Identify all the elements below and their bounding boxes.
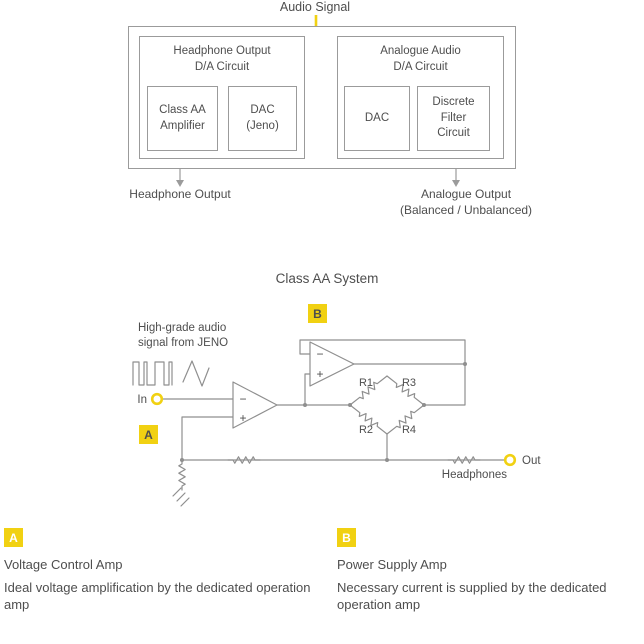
- headphone-da-box: Headphone Output D/A Circuit Class AA Am…: [139, 36, 305, 159]
- legend-b-badge-label: B: [342, 530, 351, 545]
- resistor-r3: [386, 375, 425, 406]
- discrete-filter-line2: Filter: [440, 111, 467, 124]
- legend-b-badge: B: [337, 528, 356, 547]
- legend-a-title: Voltage Control Amp: [4, 557, 123, 572]
- opamp-b-plus: +: [316, 367, 323, 381]
- audio-signal-label: Audio Signal: [279, 0, 351, 14]
- circuit-badge-a-label: A: [144, 428, 153, 442]
- headphones-label: Headphones: [442, 469, 507, 481]
- opamp-b-feedback-wire: [299, 339, 466, 406]
- out-terminal: [503, 453, 517, 467]
- headphone-da-title: Headphone Output D/A Circuit: [140, 37, 304, 75]
- rail-resistor-left: [227, 456, 261, 464]
- analogue-output-label: Analogue Output (Balanced / Unbalanced): [393, 187, 539, 218]
- analogue-down-arrow-icon: [452, 169, 460, 187]
- class-aa-circuit-diagram: B A Class AA System High-grade audio sig…: [132, 271, 541, 507]
- circuit-badge-a: [139, 425, 158, 444]
- legend-b: B Power Supply Amp Necessary current is …: [337, 528, 644, 613]
- analogue-output-line1: Analogue Output: [420, 187, 512, 201]
- circuit-badge-b: [308, 304, 327, 323]
- legend-a: A Voltage Control Amp Ideal voltage ampl…: [4, 528, 316, 613]
- r3-label: R3: [402, 377, 416, 389]
- legend-a-desc: Ideal voltage amplification by the dedic…: [4, 580, 311, 613]
- dac-label: DAC: [364, 111, 390, 124]
- discrete-filter-line1: Discrete: [432, 96, 475, 109]
- opamp-a-plus: +: [239, 411, 246, 425]
- pulse-waveform-icon: [132, 361, 173, 386]
- headphone-da-title-line2: D/A Circuit: [194, 60, 250, 73]
- dac-box: DAC: [344, 86, 410, 151]
- resistor-r4: [386, 404, 425, 435]
- in-terminal: [150, 392, 164, 406]
- ground-resistor: [178, 459, 186, 491]
- legend-a-badge: A: [4, 528, 23, 547]
- class-aa-label-line2: Amplifier: [160, 119, 205, 132]
- legend-b-title: Power Supply Amp: [337, 557, 447, 572]
- legend-b-desc: Necessary current is supplied by the ded…: [337, 580, 607, 613]
- analogue-da-title-line1: Analogue Audio: [380, 45, 461, 57]
- analogue-da-title: Analogue Audio D/A Circuit: [338, 37, 503, 75]
- circuit-badge-b-label: B: [313, 307, 322, 321]
- opamp-a-plus-wire: [181, 416, 234, 461]
- opamp-b-input-wire: [304, 373, 311, 406]
- circuit-title: Class AA System: [276, 271, 379, 286]
- class-aa-label-line1: Class AA: [159, 103, 206, 116]
- opamp-a-icon: [232, 381, 278, 429]
- dac-jeno-label-line1: DAC: [250, 103, 275, 116]
- ground-icon: [172, 487, 190, 507]
- dac-jeno-box: DAC (Jeno): [228, 86, 297, 151]
- r1-label: R1: [359, 377, 373, 389]
- dac-jeno-label-line2: (Jeno): [246, 119, 279, 132]
- in-label: In: [137, 394, 147, 406]
- r4-label: R4: [402, 424, 416, 436]
- junction-dots: [180, 362, 467, 462]
- resistor-r1: [349, 375, 388, 406]
- triangle-waveform-icon: [182, 360, 210, 387]
- class-aa-amplifier-box: Class AA Amplifier: [147, 86, 218, 151]
- resistor-r2: [349, 404, 388, 435]
- headphone-down-arrow-icon: [176, 169, 184, 187]
- rail-resistor-right: [447, 456, 481, 464]
- legend-a-badge-label: A: [9, 530, 18, 545]
- r2-label: R2: [359, 424, 373, 436]
- signal-note-line1: High-grade audio: [138, 322, 226, 334]
- opamp-b-icon: [309, 341, 355, 387]
- opamp-b-minus: −: [316, 347, 323, 361]
- analogue-da-box: Analogue Audio D/A Circuit DAC Discrete …: [337, 36, 504, 159]
- headphone-da-title-line1: Headphone Output: [173, 45, 271, 57]
- opamp-a-minus: −: [239, 392, 246, 406]
- discrete-filter-line3: Circuit: [437, 127, 470, 140]
- analogue-da-title-line2: D/A Circuit: [393, 60, 448, 73]
- headphone-output-label: Headphone Output: [129, 187, 231, 201]
- out-label: Out: [522, 455, 541, 467]
- discrete-filter-box: Discrete Filter Circuit: [417, 86, 490, 151]
- signal-note-line2: signal from JENO: [138, 337, 228, 349]
- analogue-output-line2: (Balanced / Unbalanced): [399, 202, 533, 217]
